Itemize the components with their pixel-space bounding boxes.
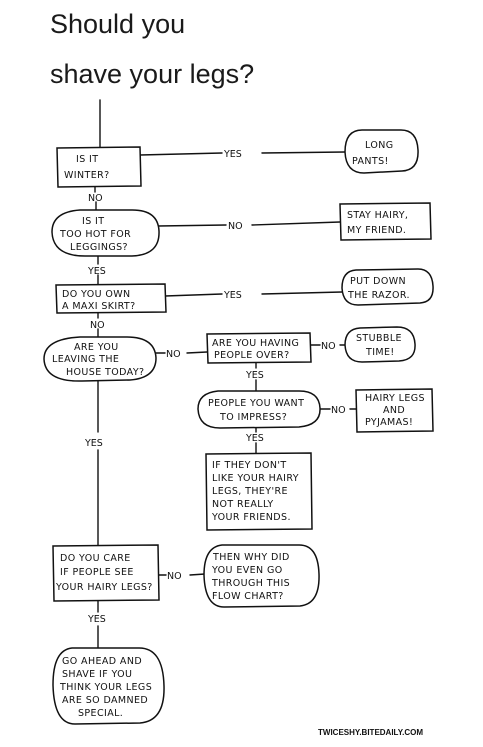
node-text: LEGS, THEY'RE: [212, 486, 288, 497]
node-text: TIME!: [365, 347, 395, 358]
node-text: THE RAZOR.: [347, 290, 410, 301]
node-text: THINK YOUR LEGS: [59, 682, 152, 693]
node-text: LEAVING THE: [52, 354, 119, 365]
node-text: IS IT: [82, 216, 104, 227]
edge-label-yes: YES: [87, 614, 106, 625]
node-text: LEGGINGS?: [70, 242, 128, 253]
node-text: A MAXI SKIRT?: [62, 301, 136, 312]
node-text: FLOW CHART?: [212, 591, 284, 602]
node-text: ARE YOU HAVING: [212, 338, 299, 349]
node-text: THROUGH THIS: [211, 578, 290, 589]
node-text: WINTER?: [64, 170, 110, 181]
node-text: THEN WHY DID: [212, 552, 290, 563]
title-line-2: shave your legs?: [50, 59, 254, 89]
edge-label-no: NO: [88, 193, 103, 204]
node-stubble-time: STUBBLE TIME!: [344, 326, 416, 363]
node-text: MY FRIEND.: [347, 225, 406, 236]
node-text: IF THEY DON'T: [212, 460, 287, 471]
edge-label-no: NO: [331, 405, 346, 416]
node-text: PEOPLE OVER?: [214, 350, 290, 361]
node-text: ARE YOU: [74, 342, 119, 353]
node-text: SPECIAL.: [78, 708, 123, 719]
node-text: ARE SO DAMNED: [62, 695, 148, 706]
node-text: STUBBLE: [356, 333, 402, 344]
node-leaving-the-house: ARE YOU LEAVING THE HOUSE TODAY?: [43, 336, 157, 382]
title-line-1: Should you: [50, 9, 185, 39]
node-text: LIKE YOUR HAIRY: [212, 473, 299, 484]
edge-label-yes: YES: [223, 290, 242, 301]
node-text: NOT REALLY: [212, 499, 274, 510]
node-text: SHAVE IF YOU: [62, 669, 132, 680]
node-text: PYJAMAS!: [365, 417, 413, 428]
edge-label-yes: YES: [245, 370, 264, 381]
node-text: IS IT: [76, 154, 98, 165]
node-text: TO IMPRESS?: [219, 412, 287, 423]
node-do-you-care: DO YOU CARE IF PEOPLE SEE YOUR HAIRY LEG…: [52, 544, 160, 602]
node-text: GO AHEAD AND: [62, 656, 142, 667]
edge-label-yes: YES: [223, 149, 242, 160]
node-go-ahead-and-shave: GO AHEAD AND SHAVE IF YOU THINK YOUR LEG…: [52, 647, 165, 725]
node-people-to-impress: PEOPLE YOU WANT TO IMPRESS?: [197, 390, 321, 429]
edge-label-yes: YES: [84, 438, 103, 449]
node-text: PANTS!: [352, 156, 389, 167]
node-why-flow-chart: THEN WHY DID YOU EVEN GO THROUGH THIS FL…: [203, 544, 320, 608]
node-maxi-skirt: DO YOU OWN A MAXI SKIRT?: [55, 283, 167, 314]
node-text: YOU EVEN GO: [211, 565, 283, 576]
edge-label-no: NO: [166, 349, 181, 360]
node-long-pants: LONG PANTS!: [344, 129, 419, 174]
node-text: STAY HAIRY,: [347, 210, 408, 221]
edge-label-no: NO: [321, 341, 336, 352]
node-put-down-razor: PUT DOWN THE RAZOR.: [341, 268, 434, 306]
node-text: IF PEOPLE SEE: [60, 567, 134, 578]
node-text: YOUR HAIRY LEGS?: [55, 582, 153, 593]
node-too-hot-for-leggings: IS IT TOO HOT FOR LEGGINGS?: [51, 209, 160, 257]
edge-label-no: NO: [228, 221, 243, 232]
node-text: HOUSE TODAY?: [66, 367, 144, 378]
node-text: DO YOU OWN: [62, 289, 131, 300]
node-text: PUT DOWN: [350, 276, 406, 287]
edge-label-yes: YES: [245, 433, 264, 444]
node-is-it-winter: IS IT WINTER?: [56, 146, 142, 188]
node-text: AND: [383, 405, 405, 416]
node-text: YOUR FRIENDS.: [211, 512, 291, 523]
node-text: LONG: [365, 140, 394, 151]
site-credit: TWICESHY.BITEDAILY.COM: [318, 728, 423, 737]
node-hairy-legs-pyjamas: HAIRY LEGS AND PYJAMAS!: [355, 388, 434, 433]
node-people-over: ARE YOU HAVING PEOPLE OVER?: [206, 332, 312, 364]
node-not-really-friends: IF THEY DON'T LIKE YOUR HAIRY LEGS, THEY…: [205, 452, 313, 531]
edge-label-yes: YES: [87, 266, 106, 277]
edge-label-no: NO: [90, 320, 105, 331]
node-text: HAIRY LEGS: [365, 393, 425, 404]
node-text: DO YOU CARE: [60, 553, 131, 564]
node-stay-hairy: STAY HAIRY, MY FRIEND.: [339, 202, 432, 241]
node-text: PEOPLE YOU WANT: [208, 398, 304, 409]
node-text: TOO HOT FOR: [59, 229, 131, 240]
edge-label-no: NO: [167, 571, 182, 582]
